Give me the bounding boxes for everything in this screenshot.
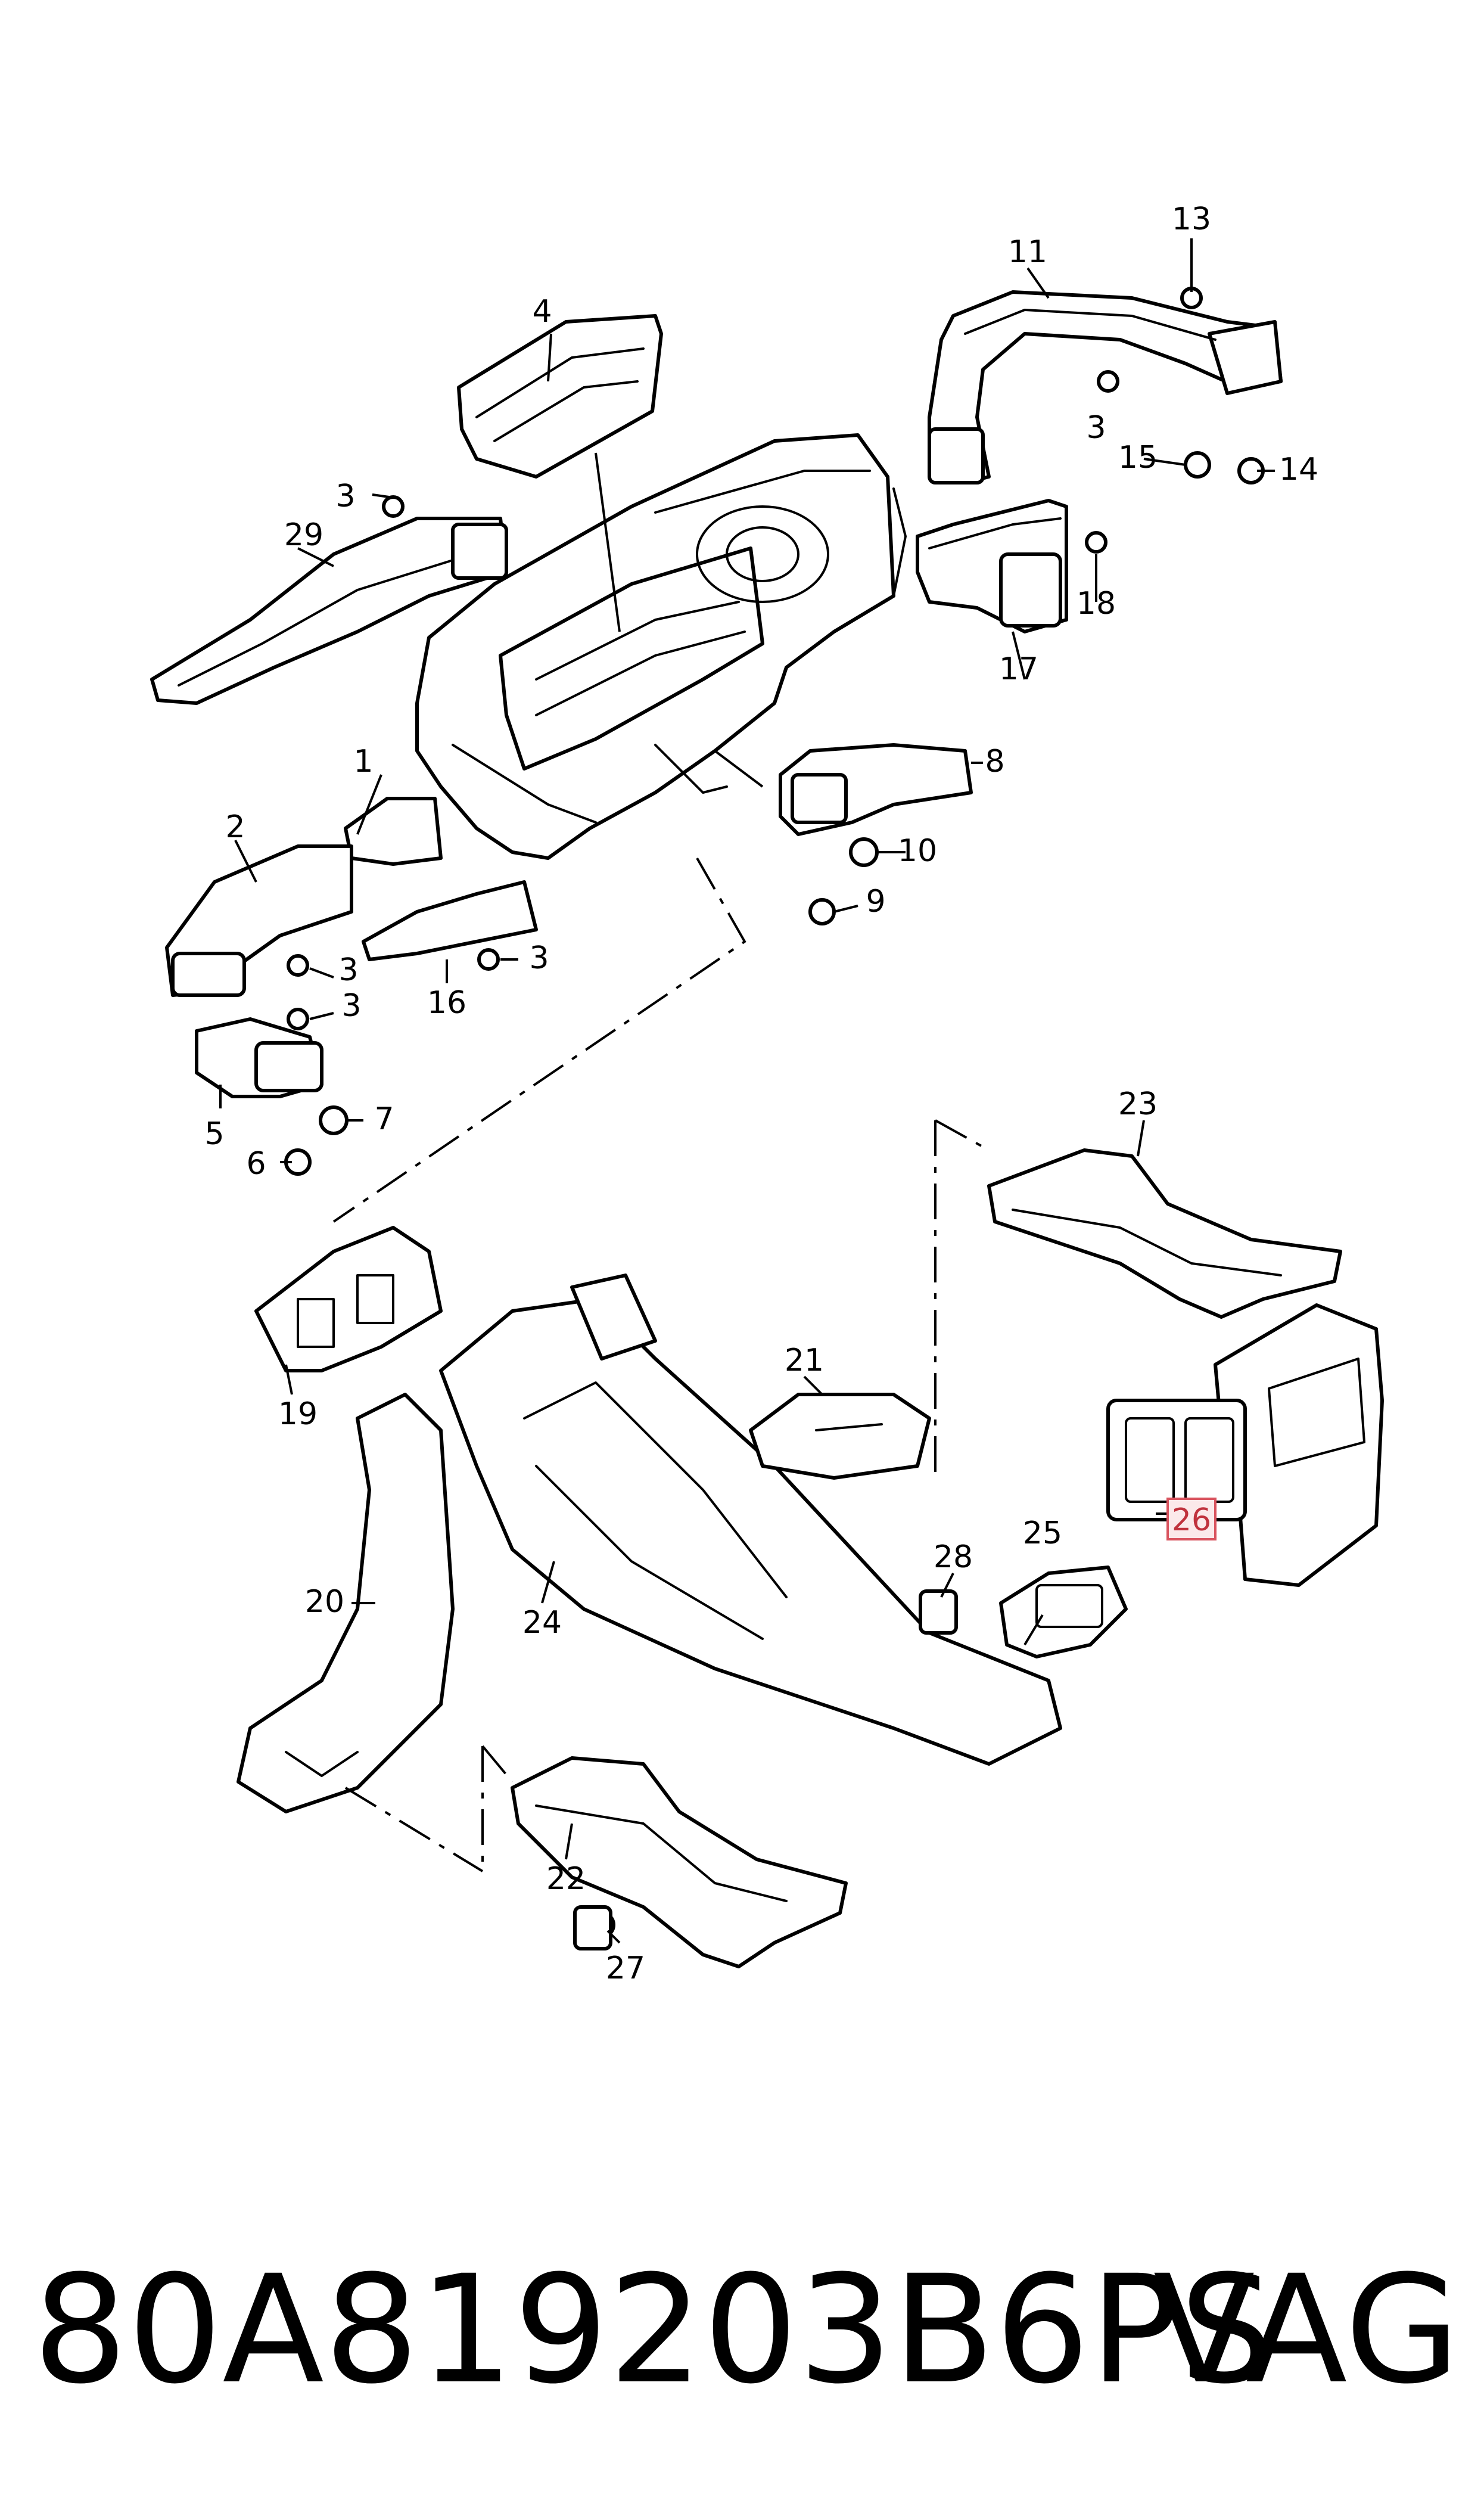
callout-1: 1 — [353, 744, 373, 779]
footer: 80A819203B6PS VAG — [0, 2241, 1484, 2419]
dash-dot-lines — [332, 858, 990, 1872]
part-26-trim — [1106, 1303, 1384, 1587]
callout-24: 24 — [522, 1605, 562, 1641]
callout-3d: 3 — [529, 940, 549, 976]
part-21-duct — [749, 1393, 931, 1480]
callout-15: 15 — [1118, 440, 1158, 476]
part-22-duct — [511, 1756, 848, 1968]
heater-unit — [415, 433, 907, 860]
part-2-duct — [165, 844, 353, 997]
callout-8: 8 — [985, 744, 1004, 779]
callout-28: 28 — [934, 1539, 973, 1575]
part-19-duct — [254, 1226, 443, 1372]
callout-16: 16 — [427, 985, 466, 1021]
callout-14: 14 — [1279, 452, 1318, 487]
callout-3e: 3 — [341, 988, 361, 1024]
part-17-duct — [916, 499, 1068, 633]
callout-23: 23 — [1118, 1086, 1158, 1122]
callout-3a: 3 — [335, 479, 355, 514]
part-11-duct — [928, 290, 1283, 484]
callout-13: 13 — [1172, 201, 1211, 237]
part-8-duct — [779, 743, 973, 836]
part-23-duct — [987, 1148, 1342, 1319]
part-24-duct — [439, 1274, 1062, 1766]
callout-22: 22 — [546, 1861, 586, 1897]
callout-11: 11 — [1008, 234, 1047, 270]
callout-17: 17 — [999, 651, 1038, 687]
callout-25: 25 — [1023, 1515, 1062, 1551]
part-16-bracket — [362, 880, 538, 961]
clips — [573, 1589, 958, 1950]
callout-4: 4 — [532, 294, 552, 330]
part-5-vent — [195, 1017, 323, 1098]
callout-7: 7 — [374, 1101, 394, 1137]
callout-18: 18 — [1077, 586, 1116, 622]
callout-5: 5 — [204, 1116, 224, 1152]
part-4-duct — [457, 314, 663, 479]
callout-26-box — [1166, 1498, 1217, 1540]
leader-lines — [219, 238, 1275, 1944]
part-number: 80A819203B6PS — [33, 2243, 1274, 2416]
callout-9: 9 — [866, 884, 885, 920]
callout-21: 21 — [785, 1343, 824, 1378]
callout-3b: 3 — [1086, 410, 1106, 446]
callout-labels: 1 2 3 3 3 3 3 3 4 5 6 7 8 9 10 11 13 14 … — [204, 201, 1318, 1986]
callout-20: 20 — [305, 1584, 344, 1620]
callout-26: 26 — [1172, 1502, 1211, 1538]
part-25-vent — [999, 1566, 1128, 1658]
callout-29: 29 — [284, 517, 323, 553]
callout-2: 2 — [225, 809, 245, 845]
callout-27: 27 — [606, 1950, 645, 1986]
brand-name: VAG — [1153, 2243, 1460, 2416]
callout-10: 10 — [898, 833, 937, 869]
callout-19: 19 — [278, 1396, 318, 1432]
part-29-duct — [150, 517, 508, 705]
part-20-duct — [237, 1393, 455, 1813]
callout-6: 6 — [246, 1146, 266, 1182]
callout-26-highlight: 26 — [1166, 1498, 1217, 1540]
callout-3c: 3 — [338, 952, 358, 988]
